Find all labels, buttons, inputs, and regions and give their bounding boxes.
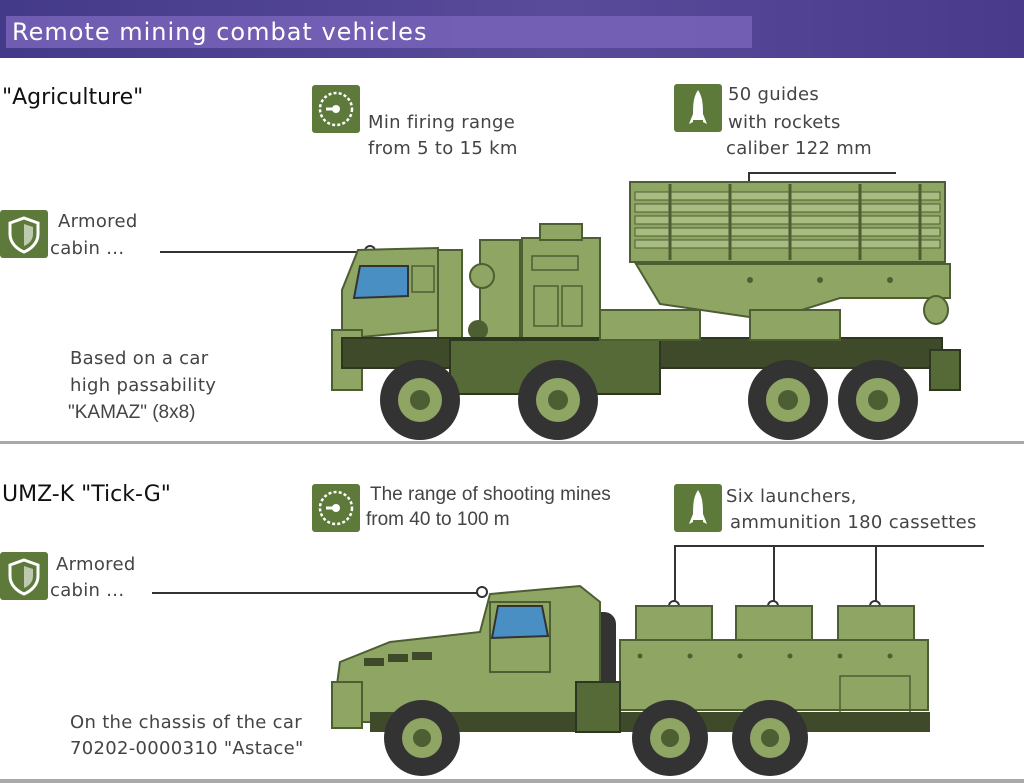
callout-line <box>773 545 775 603</box>
system1-range-line2: from 5 to 15 km <box>368 138 518 159</box>
system2-cabin-line1: Armored <box>56 554 136 575</box>
gauge-icon <box>312 85 360 133</box>
system1-title: "Agriculture" <box>2 85 144 110</box>
callout-line <box>674 545 676 603</box>
mlrs-truck-illustration <box>331 181 961 440</box>
system1-cabin-line1: Armored <box>58 211 138 232</box>
system1-cabin-line2: cabin ... <box>50 238 125 259</box>
system2-cabin-line2: cabin ... <box>50 580 125 601</box>
system2-range-line2: from 40 to 100 m <box>366 509 510 530</box>
system1-chassis-line3: "KAMAZ" (8x8) <box>68 402 196 423</box>
rocket-icon <box>674 84 722 132</box>
system2-chassis-line1: On the chassis of the car <box>70 712 302 733</box>
system2-launchers-line1: Six launchers, <box>726 486 857 507</box>
system2-title: UMZ-K "Tick-G" <box>2 482 171 507</box>
callout-line <box>160 251 370 253</box>
callout-dot <box>476 586 488 598</box>
system1-range-line1: Min firing range <box>368 112 516 133</box>
system1-rockets-line1: 50 guides <box>728 84 820 105</box>
system1-rockets-line3: caliber 122 mm <box>726 138 872 159</box>
bottom-divider <box>0 779 1024 783</box>
shield-icon <box>0 210 48 258</box>
callout-line <box>674 545 984 547</box>
mine-layer-truck-illustration <box>331 584 930 776</box>
rocket-icon <box>674 484 722 532</box>
header-bar: Remote mining combat vehicles <box>0 0 1024 58</box>
system2-range-line1: The range of shooting mines <box>370 484 611 505</box>
system2-launchers-line2: ammunition 180 cassettes <box>730 512 977 533</box>
gauge-icon <box>312 484 360 532</box>
callout-line <box>748 172 896 174</box>
system1-chassis-line1: Based on a car <box>70 348 209 369</box>
callout-line <box>875 545 877 603</box>
page-title: Remote mining combat vehicles <box>6 16 752 48</box>
section-divider <box>0 441 1024 444</box>
shield-icon <box>0 552 48 600</box>
system1-rockets-line2: with rockets <box>728 112 841 133</box>
callout-line <box>152 592 482 594</box>
system2-chassis-line2: 70202-0000310 "Astace" <box>70 738 304 759</box>
system1-chassis-line2: high passability <box>70 375 217 396</box>
